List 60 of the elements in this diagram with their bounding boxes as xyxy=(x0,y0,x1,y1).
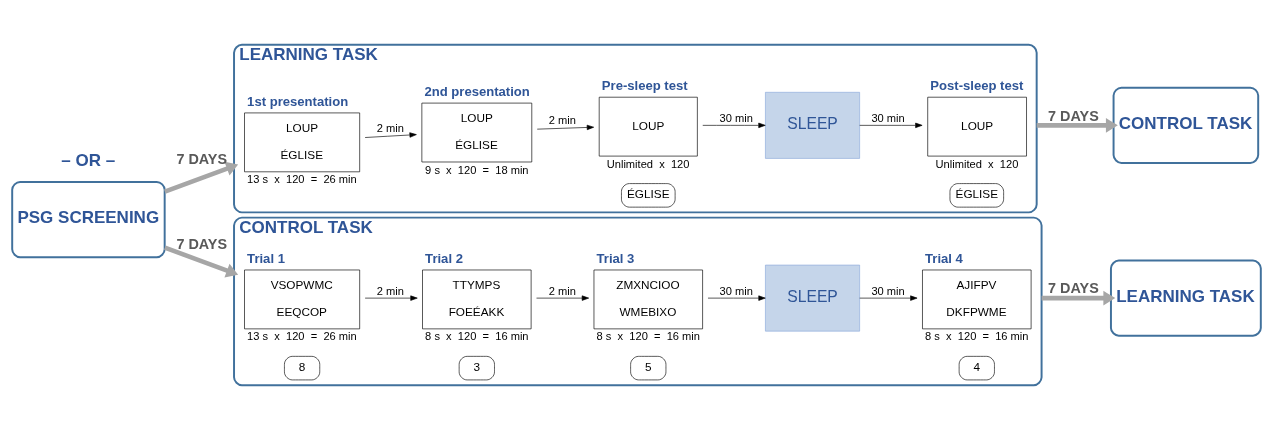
arrow xyxy=(536,295,590,301)
node-box: 4 xyxy=(958,356,995,381)
arrow xyxy=(364,295,418,301)
node-box: 5 xyxy=(630,356,667,381)
node-label: Unlimited x 120 xyxy=(606,157,690,170)
arrow xyxy=(536,124,595,131)
node-label: 2nd presentation xyxy=(424,83,530,99)
edge-label: 30 min xyxy=(871,111,905,124)
arrow xyxy=(364,132,417,138)
node-box: ZMXNCIOO WMEBIXO xyxy=(593,269,703,330)
arrow xyxy=(702,122,766,128)
edge-label: 7 DAYS xyxy=(176,236,228,253)
node-box: 3 xyxy=(458,356,495,381)
node-box: CONTROL TASK xyxy=(1112,86,1260,164)
node-label: 9 s x 120 = 18 min xyxy=(425,163,529,176)
node-label: 13 s x 120 = 26 min xyxy=(247,173,357,186)
node-box: LOUP xyxy=(598,96,698,157)
edge-label: 2 min xyxy=(376,284,404,297)
edge-label: 30 min xyxy=(871,284,905,297)
node-label: Trial 1 xyxy=(247,250,285,266)
node-box: LEARNING TASK xyxy=(1109,259,1262,337)
node-box: PSG SCREENING xyxy=(11,180,166,259)
arrow xyxy=(164,161,239,194)
arrow xyxy=(859,295,918,301)
edge-label: 30 min xyxy=(719,111,753,124)
node-label: 8 s x 120 = 16 min xyxy=(925,330,1029,343)
node-label: 13 s x 120 = 26 min xyxy=(247,330,357,343)
arrow xyxy=(1041,290,1116,306)
arrow xyxy=(707,295,766,301)
node-box: AJIFPV DKFPWME xyxy=(922,269,1032,330)
node-box: LOUP xyxy=(927,96,1027,157)
edge-label: 2 min xyxy=(548,114,576,127)
node-box: VSOPWMC EEQCOP xyxy=(244,269,360,330)
arrow xyxy=(859,122,923,128)
node-label: 8 s x 120 = 16 min xyxy=(425,330,529,343)
node-label: Trial 3 xyxy=(596,250,635,266)
node-box: LOUP ÉGLISE xyxy=(244,112,360,173)
node-box: 8 xyxy=(284,356,321,381)
edge-label: 7 DAYS xyxy=(1048,107,1099,124)
node-label: 8 s x 120 = 16 min xyxy=(596,330,701,343)
arrow xyxy=(1036,118,1118,133)
node-box: SLEEP xyxy=(765,264,860,332)
node-label: Unlimited x 120 xyxy=(935,157,1019,170)
label: – OR – xyxy=(61,151,116,171)
node-box: ÉGLISE xyxy=(949,183,1004,208)
node-label: Pre-sleep test xyxy=(601,78,688,94)
edge-label: 7 DAYS xyxy=(1048,280,1099,297)
node-label: Post-sleep test xyxy=(930,78,1024,94)
edge-label: 2 min xyxy=(548,284,576,297)
node-box: TTYMPS FOEÉAKK xyxy=(422,269,532,330)
edge-label: 30 min xyxy=(719,284,753,297)
node-box: LOUP ÉGLISE xyxy=(421,102,533,163)
edge-label: 7 DAYS xyxy=(176,151,228,168)
node-box: ÉGLISE xyxy=(621,183,676,208)
edge-label: 2 min xyxy=(376,122,404,135)
node-label: Trial 4 xyxy=(925,250,963,266)
node-label: Trial 2 xyxy=(425,250,463,266)
arrow xyxy=(164,245,239,278)
node-box: SLEEP xyxy=(765,91,860,159)
node-label: 1st presentation xyxy=(247,93,349,109)
